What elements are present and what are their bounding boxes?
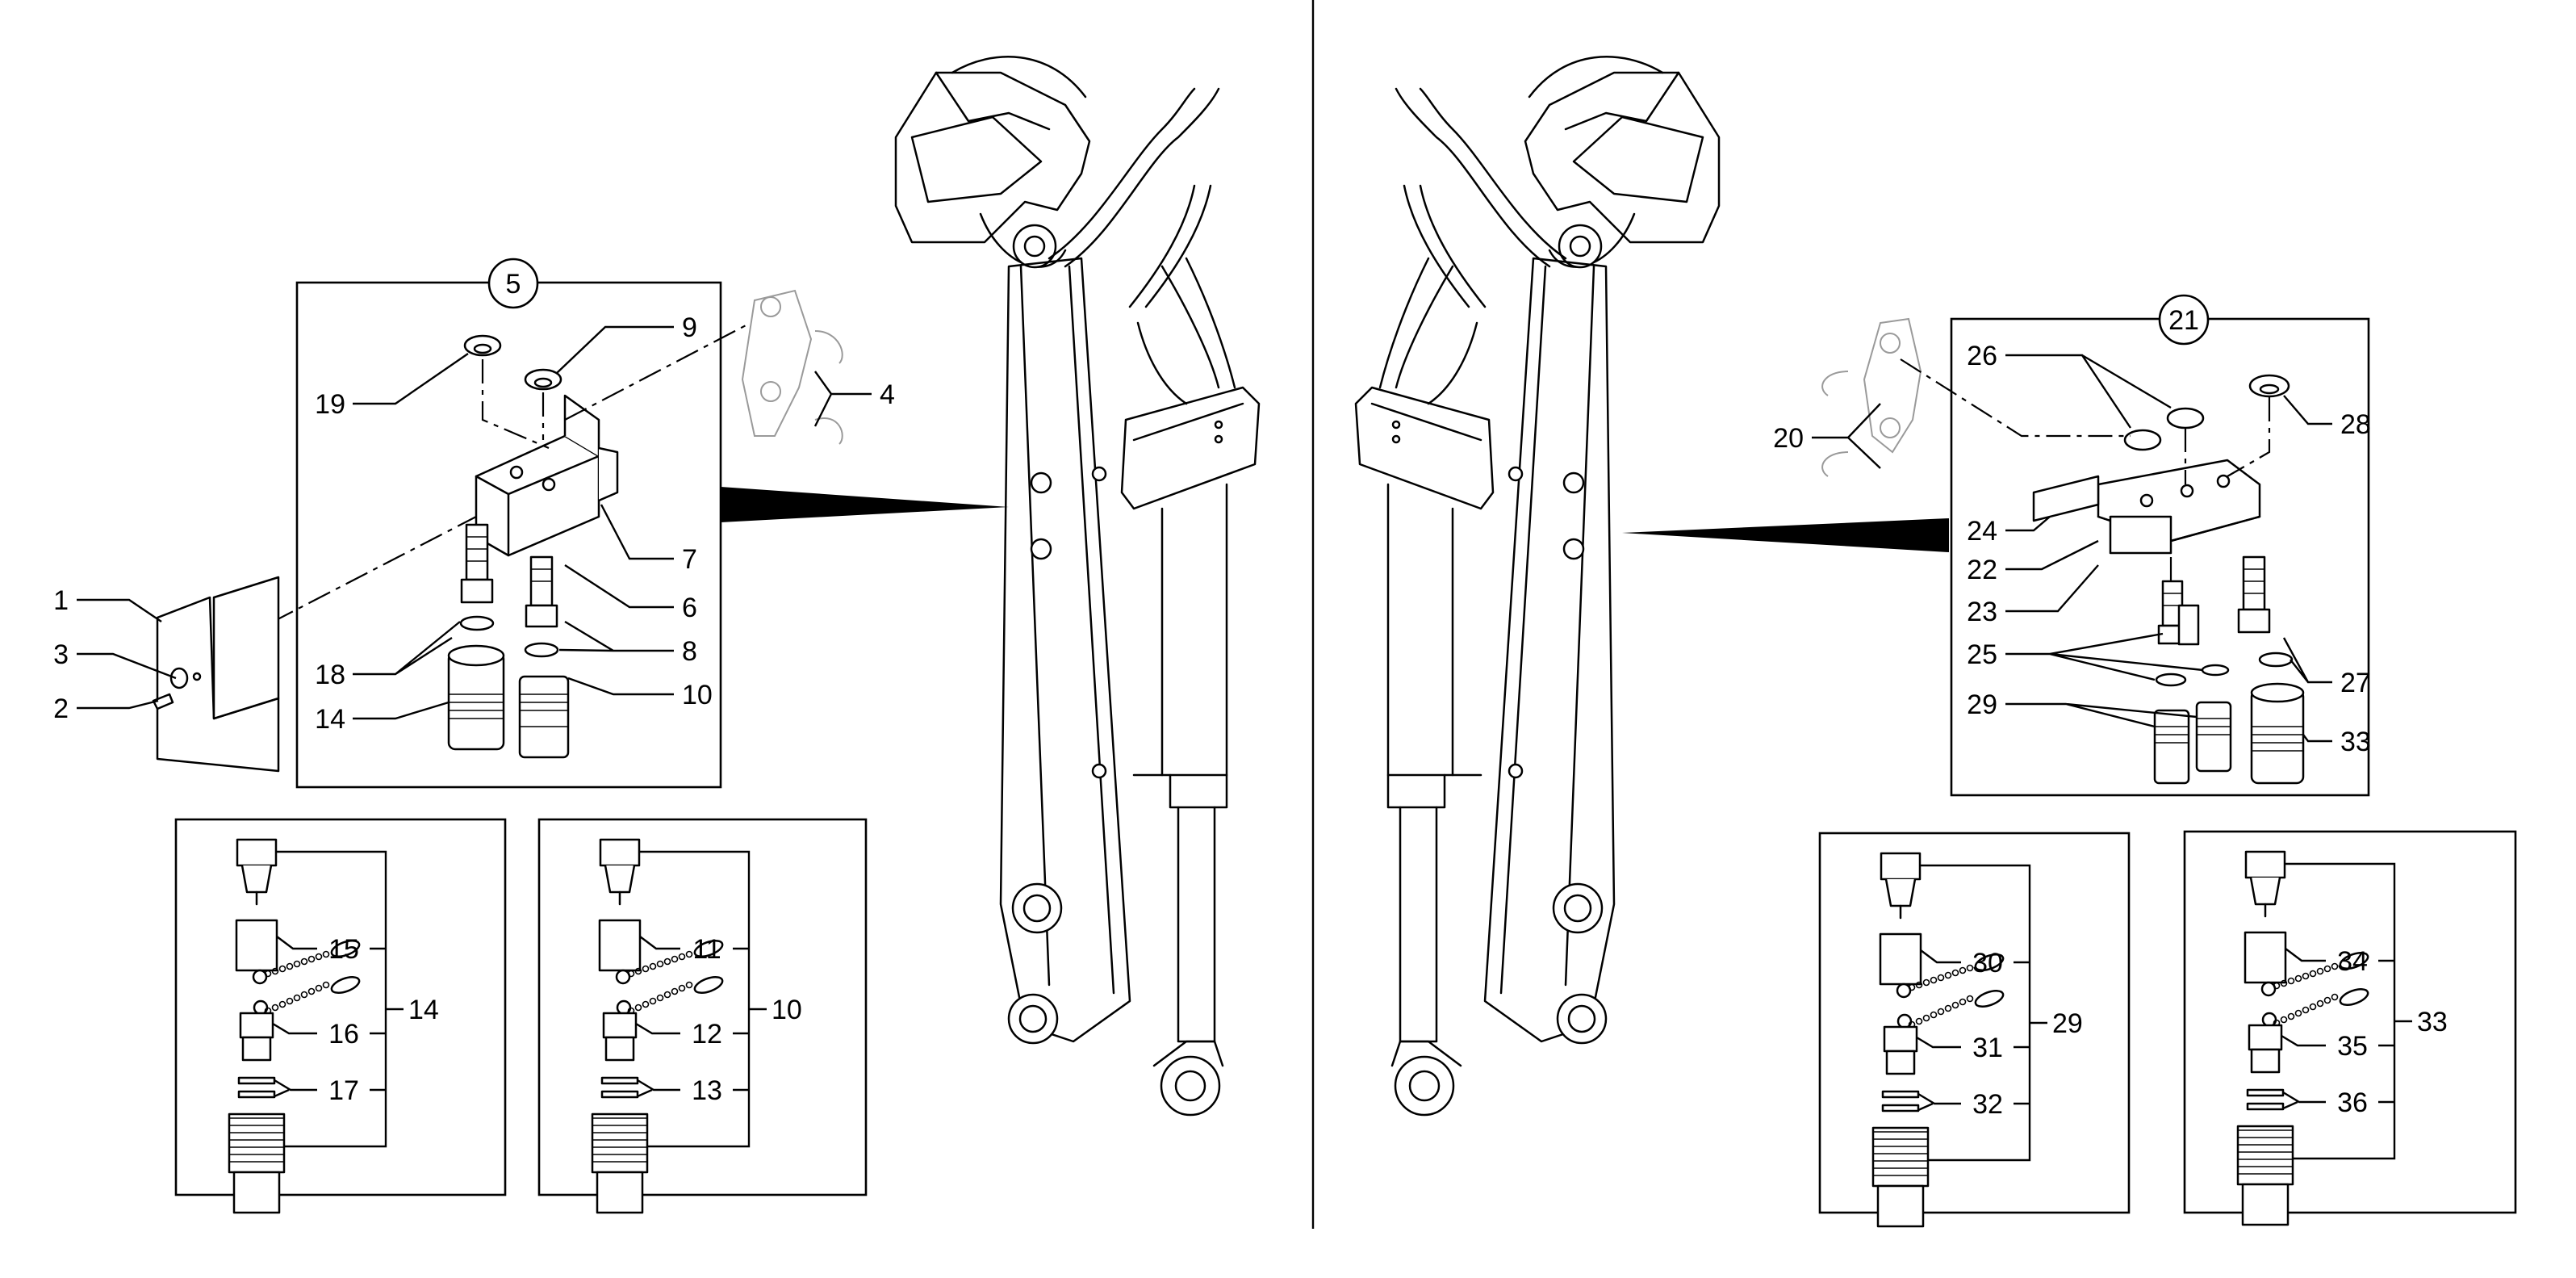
part-label-28: 28 (2340, 409, 2371, 440)
part-label-14: 14 (315, 704, 345, 735)
kit-item-label: 13 (692, 1075, 722, 1106)
part-label-33: 33 (2340, 727, 2371, 757)
left-detail-view: 5 (53, 258, 895, 789)
part-label-29: 29 (1967, 689, 1997, 720)
kit-box-14: 15 16 17 14 (174, 818, 507, 1214)
kit-item-label: 32 (1972, 1089, 2003, 1120)
part-label-24: 24 (1967, 516, 1997, 547)
coupler-kit-boxes: 15 16 17 14 11 12 13 10 30 31 32 29 34 35 36 33 (174, 818, 2517, 1228)
right-boom-arm (1354, 56, 1721, 1117)
part-label-10: 10 (682, 680, 713, 710)
kit-assembly-label: 10 (772, 995, 802, 1025)
part-label-6: 6 (682, 593, 697, 623)
kit-item-label: 34 (2337, 946, 2368, 977)
kit-box-10: 11 12 13 10 (537, 818, 868, 1214)
kit-item-label: 12 (692, 1019, 722, 1050)
right-detail-callout: 21 (2168, 305, 2199, 336)
part-label-7: 7 (682, 544, 697, 575)
kit-assembly-label: 33 (2417, 1007, 2448, 1037)
part-label-3: 3 (53, 639, 69, 670)
part-label-9: 9 (682, 312, 697, 343)
part-label-4: 4 (880, 379, 895, 410)
kit-assembly-label: 29 (2052, 1008, 2083, 1039)
kit-item-label: 16 (328, 1019, 359, 1050)
part-label-1: 1 (53, 585, 69, 616)
right-pointer-wedge (1622, 518, 1949, 552)
part-label-26: 26 (1967, 341, 1997, 371)
kit-item-label: 17 (328, 1075, 359, 1106)
kit-box-33: 34 35 36 33 (2183, 830, 2517, 1226)
part-label-20: 20 (1773, 423, 1804, 454)
part-label-23: 23 (1967, 597, 1997, 627)
part-label-19: 19 (315, 389, 345, 420)
kit-item-label: 15 (328, 934, 359, 965)
kit-frame (537, 818, 868, 1196)
kit-assembly-label: 14 (408, 995, 439, 1025)
right-detail-callout-circle (2158, 294, 2210, 346)
kit-frame (1818, 832, 2131, 1214)
kit-frame (2183, 830, 2517, 1214)
part-label-27: 27 (2340, 668, 2371, 698)
part-label-25: 25 (1967, 639, 1997, 670)
left-pointer-wedge (721, 487, 1009, 522)
part-label-22: 22 (1967, 555, 1997, 585)
left-detail-callout-circle (487, 258, 539, 309)
part-label-18: 18 (315, 660, 345, 690)
part-label-2: 2 (53, 693, 69, 724)
part-label-8: 8 (682, 636, 697, 667)
left-boom-arm (894, 56, 1261, 1117)
kit-item-label: 36 (2337, 1087, 2368, 1118)
kit-item-label: 35 (2337, 1031, 2368, 1062)
kit-box-29: 30 31 32 29 (1818, 832, 2131, 1228)
kit-item-label: 30 (1972, 948, 2003, 978)
left-detail-callout: 5 (506, 269, 521, 300)
kit-item-label: 31 (1972, 1033, 2003, 1063)
kit-frame (174, 818, 507, 1196)
kit-item-label: 11 (692, 934, 721, 965)
right-detail-view: 21 (1773, 294, 2371, 797)
